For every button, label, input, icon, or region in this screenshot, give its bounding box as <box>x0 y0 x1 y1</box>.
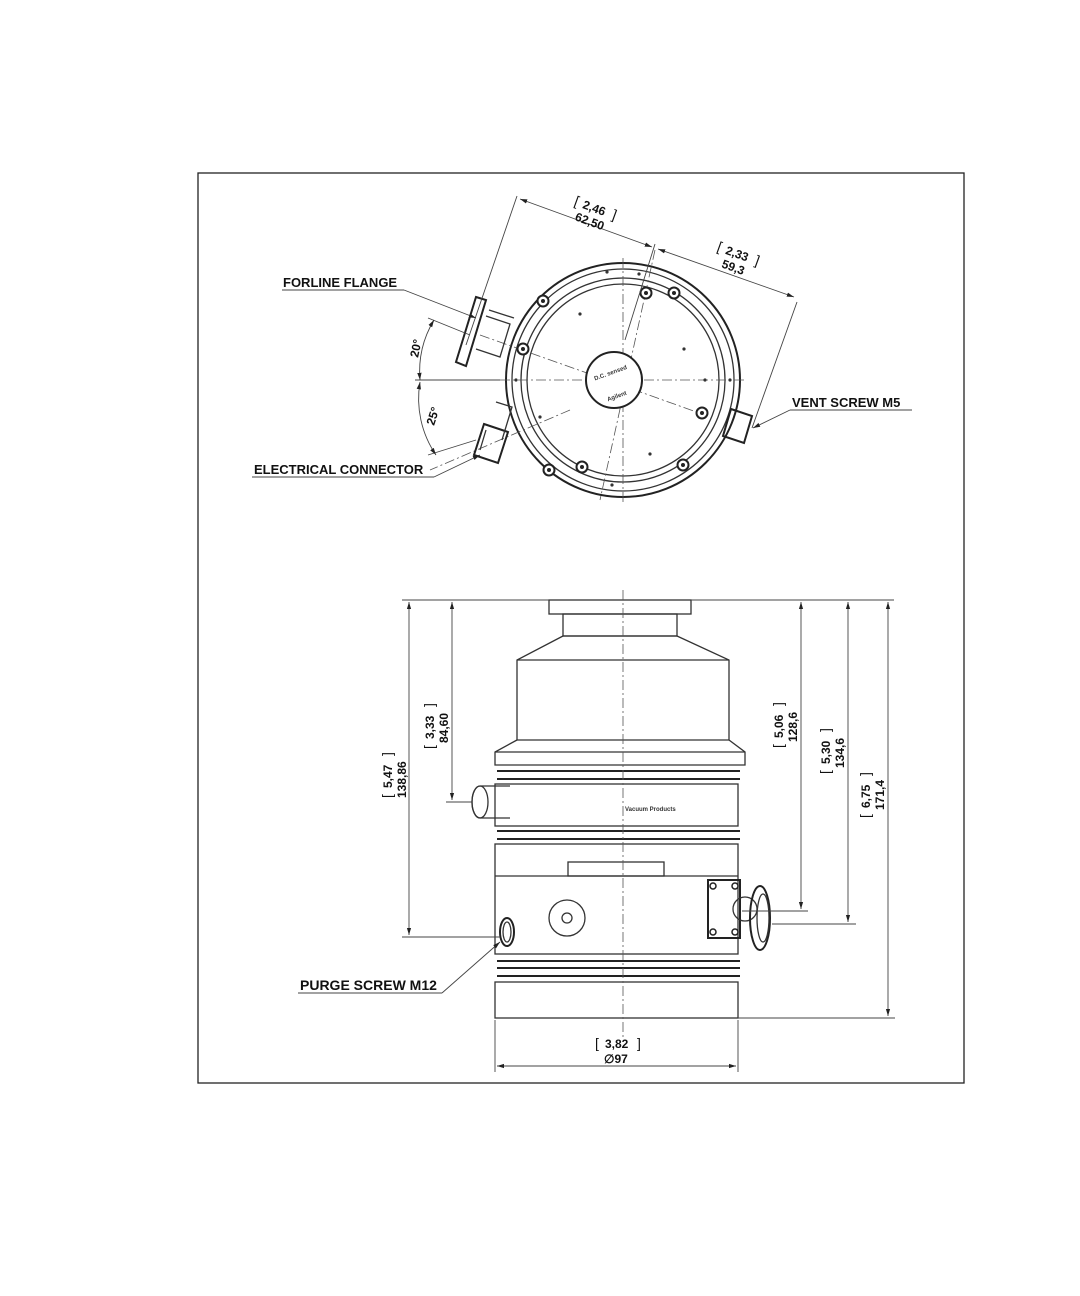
dim-d5: [ 6,75 ] 171,4 <box>857 772 887 818</box>
svg-text:[: [ <box>857 814 873 818</box>
svg-text:128,6: 128,6 <box>786 712 800 742</box>
svg-text:5,30: 5,30 <box>819 740 833 764</box>
electrical-connector-shape <box>474 402 512 463</box>
side-view: Vacuum Products <box>472 590 770 1040</box>
svg-text:84,60: 84,60 <box>437 713 451 743</box>
svg-text:[: [ <box>770 744 786 748</box>
vent-screw-label: VENT SCREW M5 <box>792 395 900 410</box>
dim-d3: [ 5,06 ] 128,6 <box>770 702 800 748</box>
side-dimension-lines <box>298 600 895 1072</box>
electrical-connector-label: ELECTRICAL CONNECTOR <box>254 462 424 477</box>
svg-text:5,06: 5,06 <box>772 714 786 738</box>
angle-lower-label: 25° <box>424 405 443 427</box>
svg-text:]: ] <box>421 703 437 707</box>
vent-screw-shape <box>723 409 752 443</box>
top-dim-left: [ 2,46 ] 62,50 <box>568 193 620 236</box>
body-logo-text: Vacuum Products <box>625 807 676 813</box>
drawing-frame <box>198 173 964 1083</box>
purge-screw-label: PURGE SCREW M12 <box>300 977 437 993</box>
top-view: D.C. sensed Agilent <box>252 196 912 502</box>
svg-text:6,75: 6,75 <box>859 784 873 808</box>
svg-text:]: ] <box>610 206 619 222</box>
forline-flange-shape <box>456 297 514 366</box>
dim-diameter: [ 3,82 ] ∅97 <box>595 1035 641 1066</box>
svg-text:∅97: ∅97 <box>604 1052 628 1066</box>
forline-flange-label: FORLINE FLANGE <box>283 275 397 290</box>
svg-text:5,47: 5,47 <box>381 764 395 788</box>
dim-d2: [ 3,33 ] 84,60 <box>421 703 451 749</box>
svg-text:[: [ <box>572 193 581 209</box>
svg-text:3,33: 3,33 <box>423 715 437 739</box>
top-dim-right: [ 2,33 ] 59,3 <box>710 238 762 281</box>
svg-text:]: ] <box>637 1035 641 1051</box>
svg-text:[: [ <box>421 745 437 749</box>
svg-text:3,82: 3,82 <box>605 1037 629 1051</box>
svg-text:[: [ <box>817 770 833 774</box>
angle-upper-label: 20° <box>407 338 425 359</box>
svg-text:171,4: 171,4 <box>873 780 887 810</box>
svg-text:]: ] <box>817 728 833 732</box>
svg-text:[: [ <box>379 794 395 798</box>
dim-d1: [ 5,47 ] 138,86 <box>379 752 409 798</box>
svg-text:134,6: 134,6 <box>833 738 847 768</box>
svg-text:]: ] <box>857 772 873 776</box>
svg-text:[: [ <box>715 238 724 254</box>
svg-text:[: [ <box>595 1035 599 1051</box>
svg-text:]: ] <box>379 752 395 756</box>
svg-text:]: ] <box>753 252 762 268</box>
svg-text:138,86: 138,86 <box>395 761 409 798</box>
dim-d4: [ 5,30 ] 134,6 <box>817 728 847 774</box>
svg-text:]: ] <box>770 702 786 706</box>
